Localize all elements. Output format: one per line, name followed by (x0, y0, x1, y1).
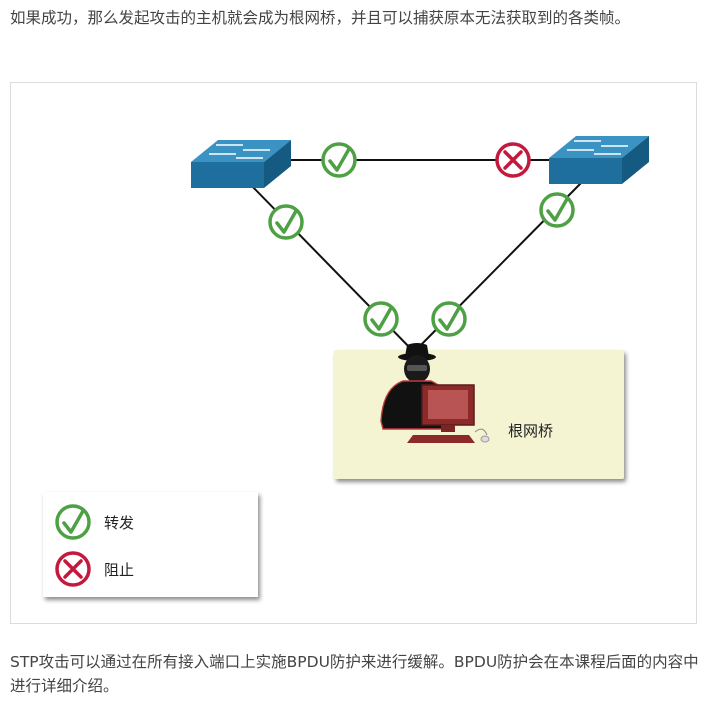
forward-icon-right-upper (539, 192, 575, 228)
forward-icon-top-link (321, 142, 357, 178)
legend-forward-icon (55, 504, 91, 540)
forward-icon-left-upper (268, 204, 304, 240)
switch-left-icon (191, 140, 291, 188)
root-bridge-label: 根网桥 (508, 422, 553, 440)
computer-icon (407, 384, 490, 443)
legend-forward-label: 转发 (104, 514, 134, 532)
forward-icon-left-lower (363, 301, 399, 337)
switch-right-icon (549, 136, 649, 184)
forward-icon-right-lower (431, 301, 467, 337)
block-icon-top-link (495, 142, 531, 178)
root-bridge-panel (334, 350, 624, 479)
outro-paragraph: STP攻击可以通过在所有接入端口上实施BPDU防护来进行缓解。BPDU防护会在本… (10, 653, 699, 695)
legend-block-label: 阻止 (104, 561, 134, 579)
intro-paragraph: 如果成功，那么发起攻击的主机就会成为根网桥，并且可以捕获原本无法获取到的各类帧。 (10, 9, 631, 27)
stp-diagram: 根网桥 转发 (43, 136, 649, 597)
legend-block-icon (55, 551, 91, 587)
stp-attack-figure: 根网桥 转发 (10, 82, 697, 624)
